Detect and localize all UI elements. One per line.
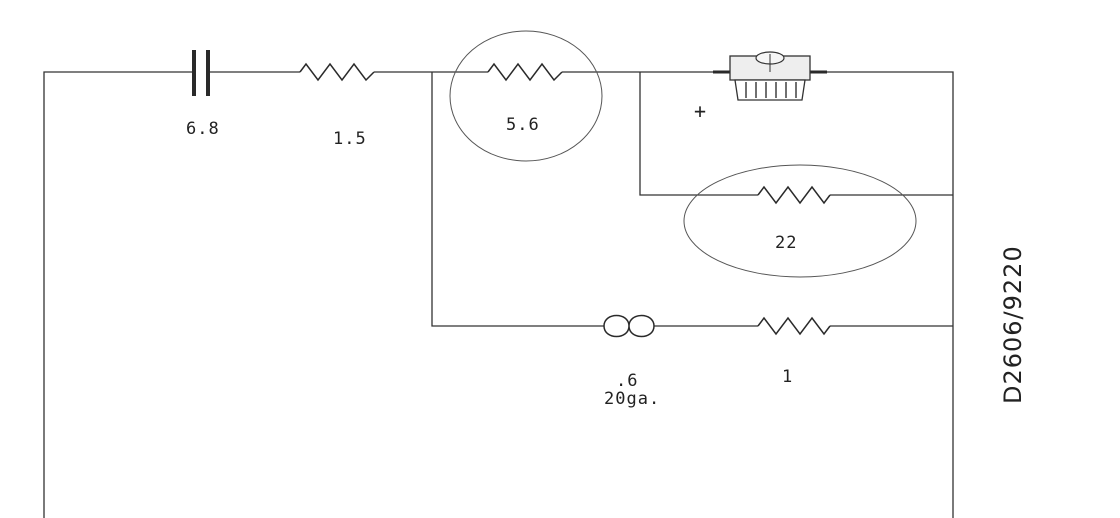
- wire-node-to-bottom-branch: [431, 72, 604, 327]
- resistor-22-label: 22: [775, 233, 797, 253]
- driver-magnet: [734, 79, 806, 101]
- highlight-ring-22: [683, 164, 917, 278]
- wire-parallel-branch: [639, 72, 758, 196]
- resistor-22: [757, 185, 831, 205]
- drawing-id: D2606/9220: [999, 245, 1027, 404]
- inductor-coil: [603, 314, 655, 338]
- capacitor-label: 6.8: [186, 119, 220, 139]
- driver-magnet-fins: [745, 82, 797, 98]
- resistor-1-label: 1: [782, 367, 793, 387]
- resistor-1: [757, 316, 831, 336]
- polarity-mark: +: [694, 99, 707, 123]
- inductor-gauge-label: 20ga.: [604, 389, 660, 409]
- wires: [43, 71, 954, 518]
- inductor-value-label: .6: [616, 371, 638, 391]
- wire-left-rail: [43, 71, 192, 518]
- speaker-driver-icon: [713, 51, 827, 101]
- resistor-1-5: [299, 62, 375, 82]
- resistor-5-6: [487, 62, 563, 82]
- highlight-ring-5-6: [449, 30, 603, 162]
- wire-driver-to-right-rail: [827, 71, 954, 518]
- capacitor-6-8: [192, 50, 210, 96]
- resistor-5-6-label: 5.6: [506, 115, 540, 135]
- resistor-1-5-label: 1.5: [333, 129, 367, 149]
